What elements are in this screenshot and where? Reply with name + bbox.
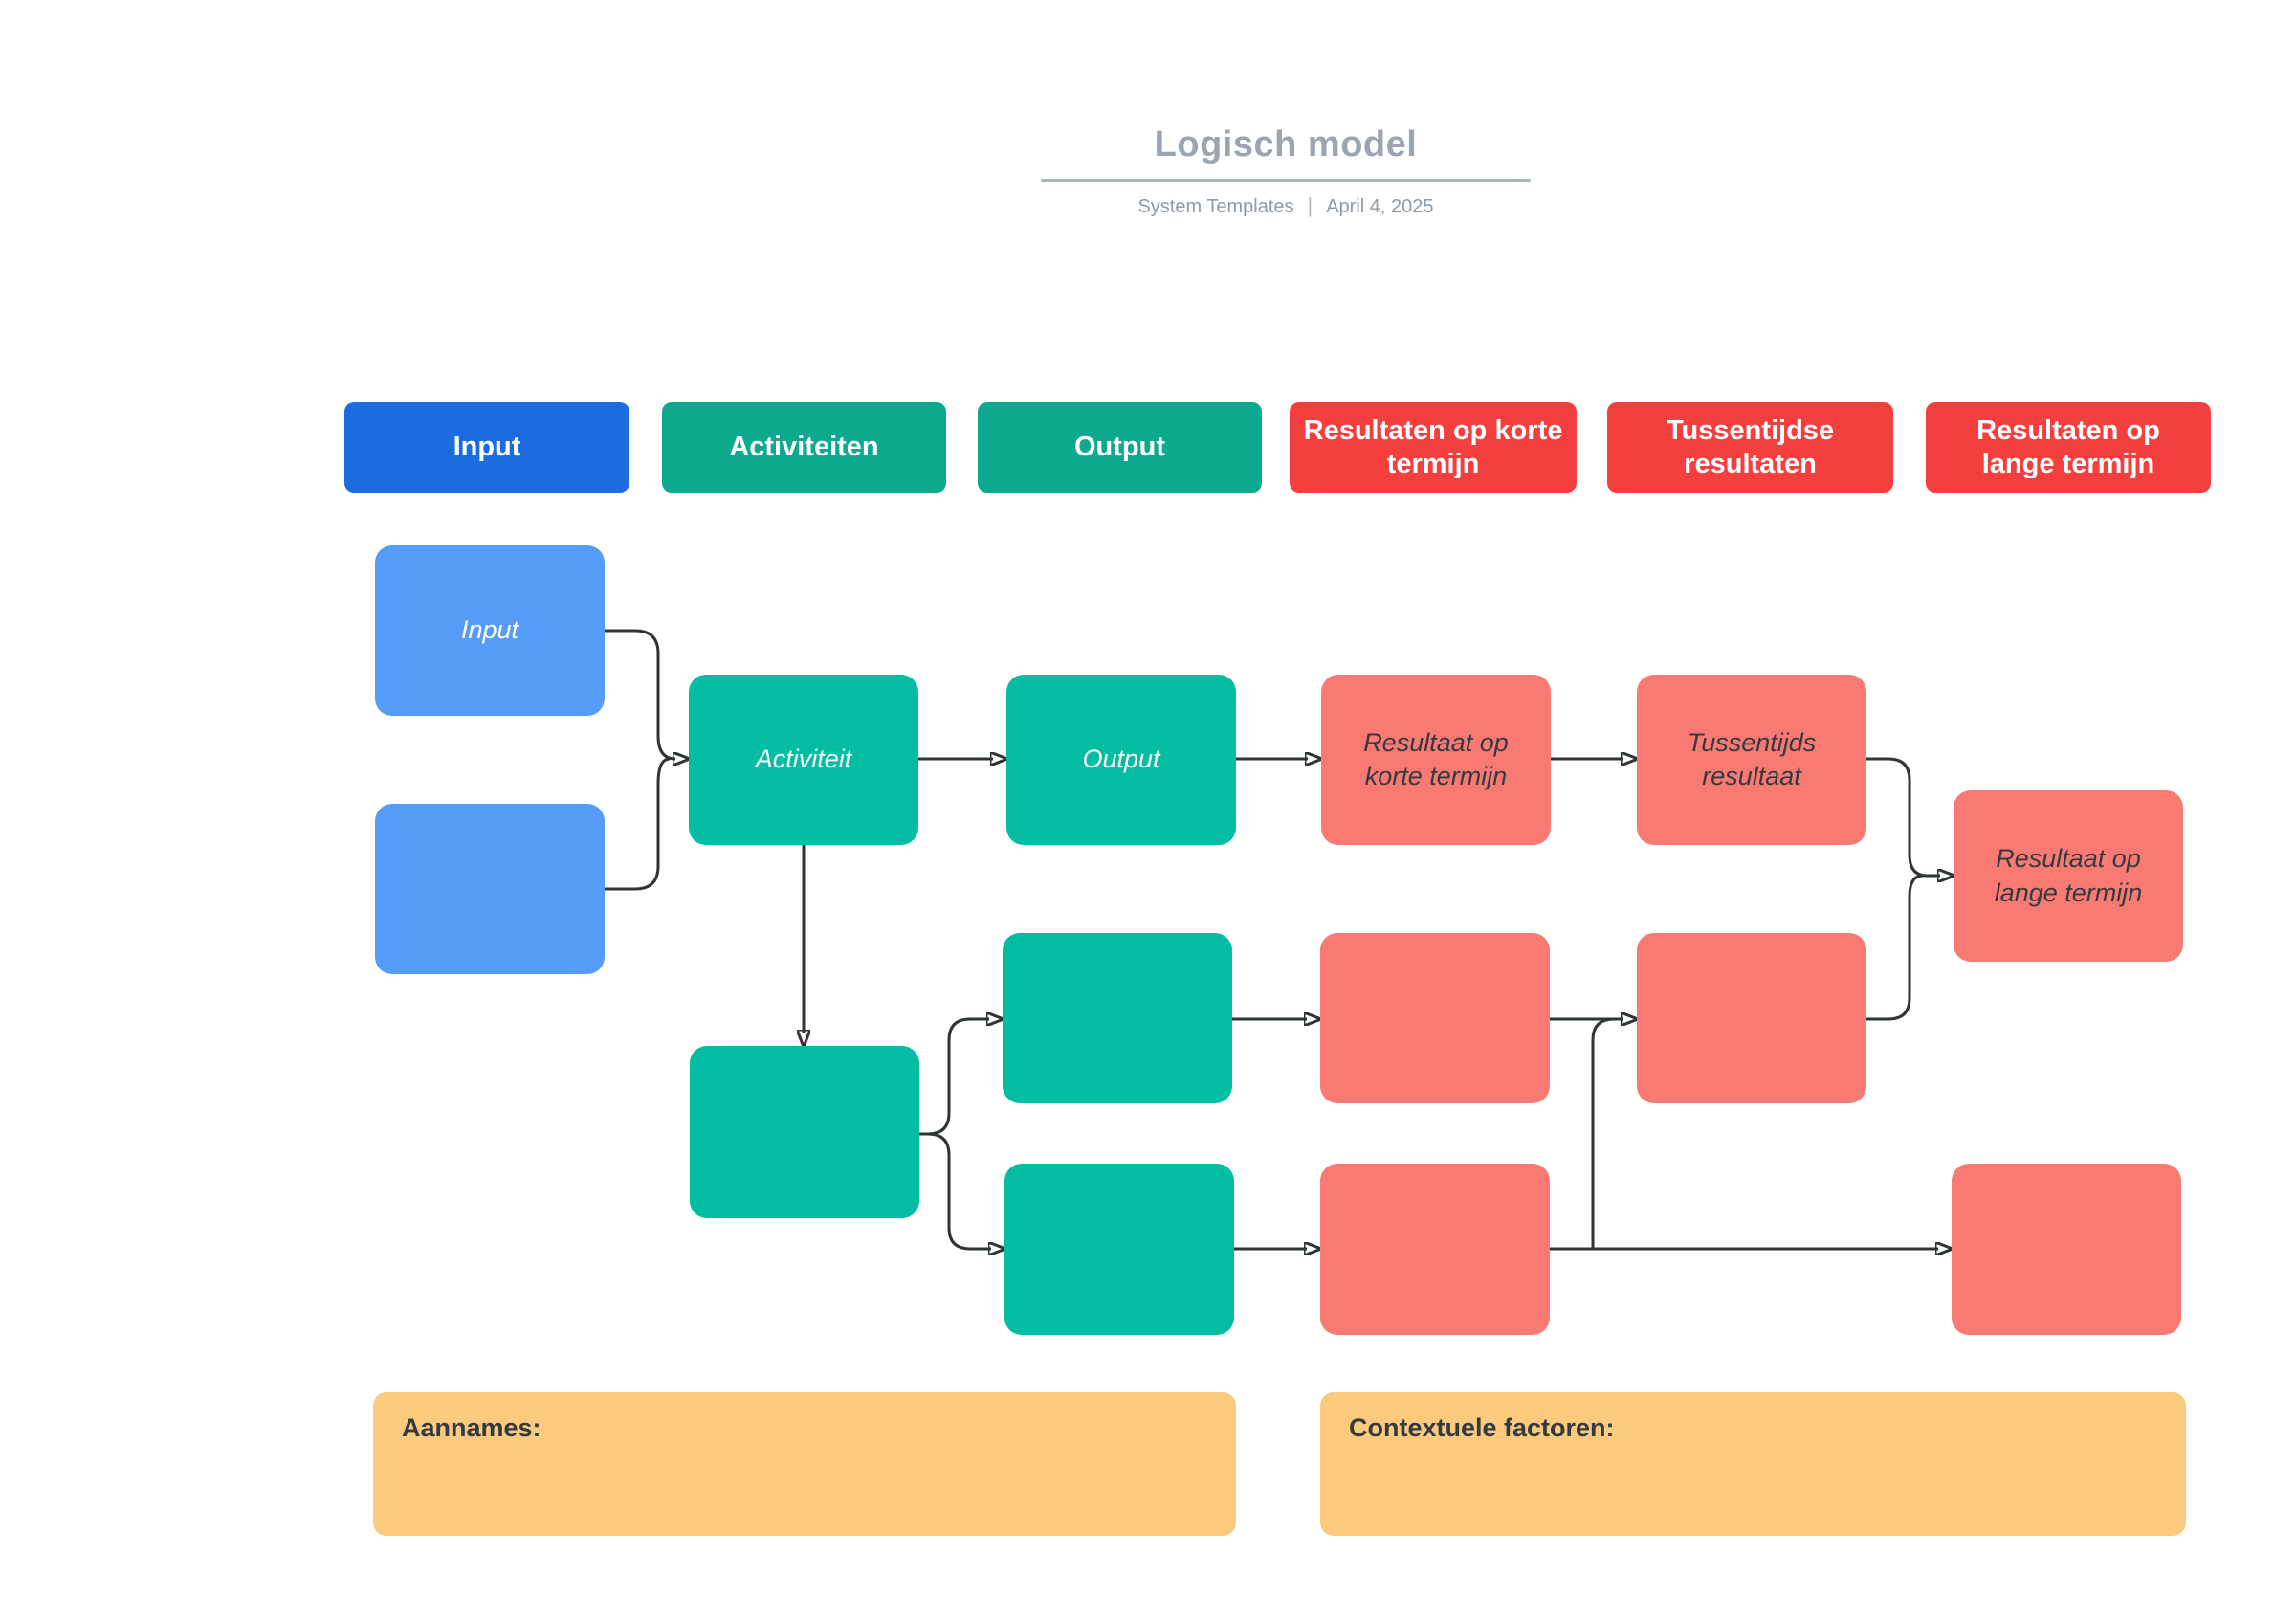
legend-output[interactable]: Output <box>978 402 1262 493</box>
legend-activiteiten[interactable]: Activiteiten <box>662 402 946 493</box>
node-resultaat-lange-1[interactable]: Resultaat op lange termijn <box>1954 790 2183 962</box>
connector-input1-to-activiteit1 <box>605 629 675 759</box>
node-activiteit-2[interactable] <box>690 1046 919 1218</box>
subtitle-date: April 4, 2025 <box>1326 196 1434 217</box>
node-resultaat-lange-1-label: Resultaat op lange termijn <box>1994 844 2143 907</box>
node-output-1[interactable]: Output <box>1006 675 1236 845</box>
legend-activiteiten-label: Activiteiten <box>729 432 879 463</box>
node-output-3[interactable] <box>1004 1164 1234 1335</box>
node-resultaat-korte-1[interactable]: Resultaat op korte termijn <box>1321 675 1551 845</box>
legend-input[interactable]: Input <box>344 402 629 493</box>
legend-tussentijdse-resultaten-label: Tussentijdse resultaten <box>1666 415 1835 479</box>
node-output-2[interactable] <box>1003 933 1232 1103</box>
page-title: Logisch model <box>1154 124 1418 165</box>
connector-resultaatkorte3-to-tussentijds2 <box>1591 1017 1623 1249</box>
legend-input-label: Input <box>453 432 521 463</box>
node-activiteit-1[interactable]: Activiteit <box>689 675 918 845</box>
node-tussentijds-1[interactable]: Tussentijds resultaat <box>1637 675 1866 845</box>
note-contextuele-factoren[interactable]: Contextuele factoren: <box>1320 1392 2186 1536</box>
title-divider <box>1041 179 1531 182</box>
connector-activiteit2-to-output2 <box>919 1019 989 1136</box>
connector-activiteit2-to-output3 <box>919 1132 991 1249</box>
connector-tussentijds2-to-resultaatlange1 <box>1866 874 1924 1021</box>
node-activiteit-1-label: Activiteit <box>755 744 852 774</box>
note-contextuele-factoren-label: Contextuele factoren: <box>1349 1413 1615 1442</box>
legend-resultaten-lange-termijn-label: Resultaten op lange termijn <box>1976 415 2160 479</box>
node-input-2[interactable] <box>375 804 605 974</box>
node-resultaat-lange-2[interactable] <box>1952 1164 2181 1335</box>
title-block: Logisch model System Templates | April 4, … <box>1041 124 1531 218</box>
node-tussentijds-2[interactable] <box>1637 933 1866 1103</box>
node-input-1[interactable]: Input <box>375 545 605 716</box>
node-resultaat-korte-3[interactable] <box>1320 1164 1550 1335</box>
legend-tussentijdse-resultaten[interactable]: Tussentijdse resultaten <box>1607 402 1893 493</box>
legend-resultaten-korte-termijn[interactable]: Resultaten op korte termijn <box>1290 402 1577 493</box>
legend-resultaten-lange-termijn[interactable]: Resultaten op lange termijn <box>1926 402 2211 493</box>
node-resultaat-korte-1-label: Resultaat op korte termijn <box>1363 727 1509 790</box>
connector-input2-to-activiteit1 <box>605 757 671 891</box>
note-aannames[interactable]: Aannames: <box>373 1392 1236 1536</box>
page-subtitle: System Templates | April 4, 2025 <box>1041 193 1531 218</box>
legend-output-label: Output <box>1073 432 1165 463</box>
node-input-1-label: Input <box>460 615 519 645</box>
subtitle-author: System Templates <box>1137 196 1294 217</box>
connector-tussentijds1-to-resultaatlange1 <box>1866 757 1940 876</box>
node-output-1-label: Output <box>1082 744 1160 774</box>
note-aannames-label: Aannames: <box>402 1413 541 1442</box>
node-resultaat-korte-2[interactable] <box>1320 933 1550 1103</box>
legend-resultaten-korte-termijn-label: Resultaten op korte termijn <box>1303 415 1563 479</box>
subtitle-separator-bar: | <box>1307 193 1314 217</box>
node-tussentijds-1-label: Tussentijds resultaat <box>1687 727 1817 790</box>
